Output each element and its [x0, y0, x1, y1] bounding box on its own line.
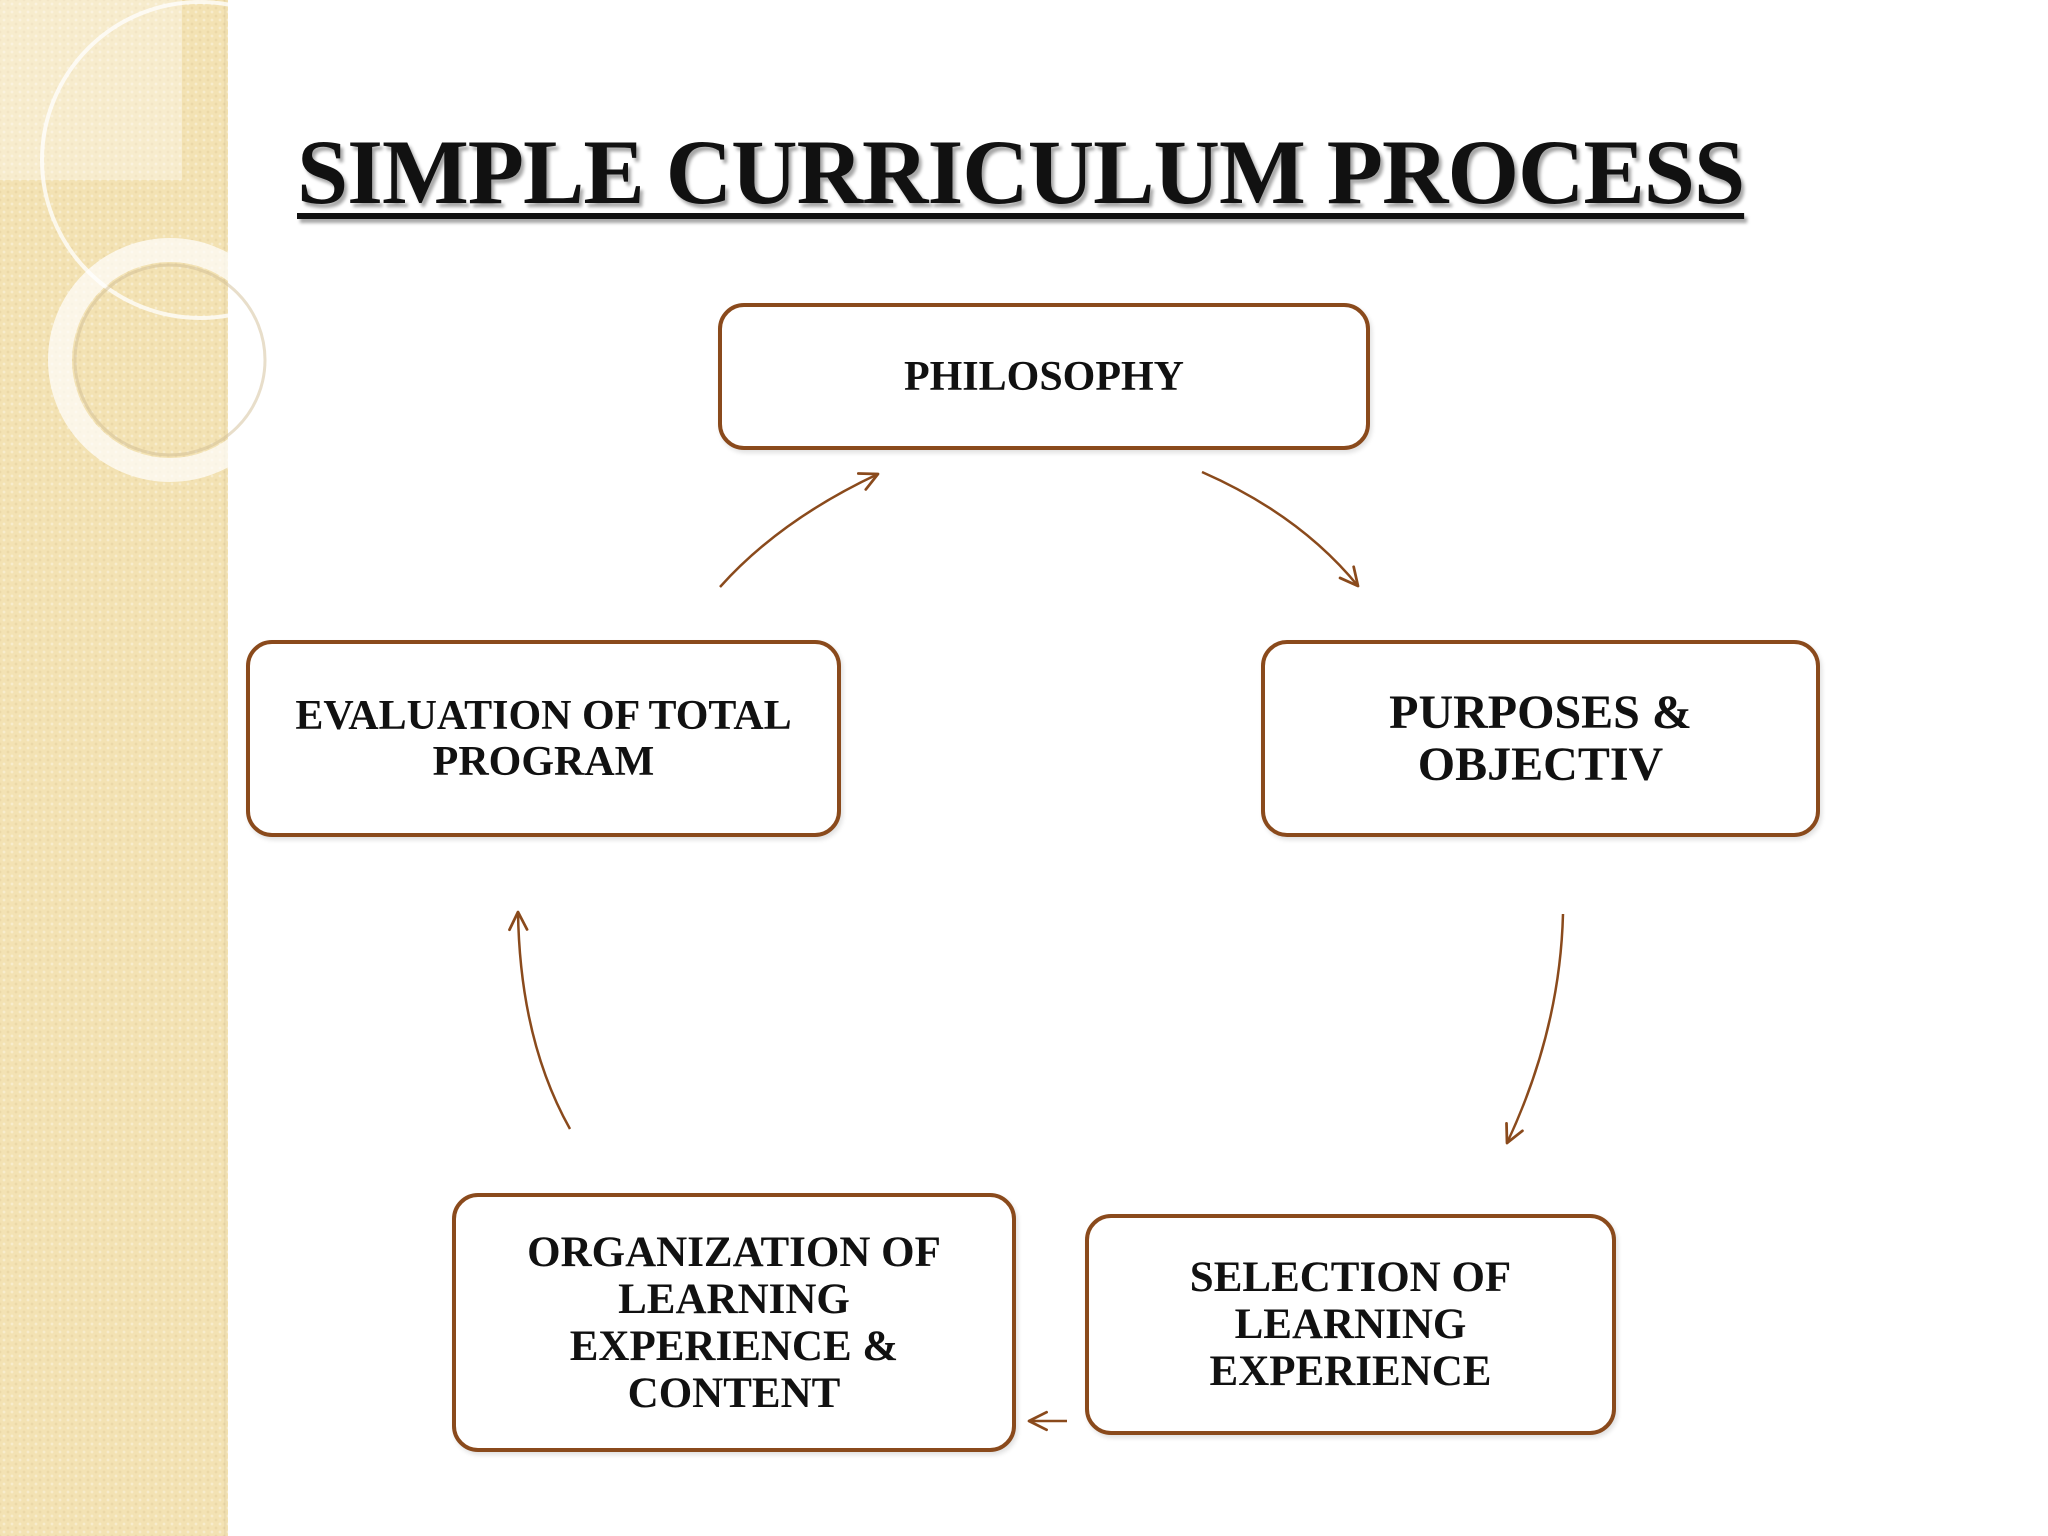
node-organization-label: ORGANIZATION OF LEARNING EXPERIENCE & CO… — [527, 1228, 941, 1417]
node-purposes-label: PURPOSES & OBJECTIV — [1389, 685, 1692, 791]
arrow-evaluation-to-philosophy — [719, 472, 880, 588]
node-philosophy: PHILOSOPHY — [718, 303, 1370, 450]
page-title: SIMPLE CURRICULUM PROCESS — [297, 121, 1745, 223]
node-evaluation-total-program: EVALUATION OF TOTAL PROGRAM — [246, 640, 841, 837]
node-evaluation-label: EVALUATION OF TOTAL PROGRAM — [295, 692, 792, 785]
node-purposes-objectives: PURPOSES & OBJECTIV — [1261, 640, 1820, 837]
node-philosophy-label: PHILOSOPHY — [903, 353, 1185, 400]
decorative-rings — [0, 0, 360, 482]
arrow-philosophy-to-purposes — [1201, 470, 1360, 588]
arrow-organization-to-evaluation — [508, 910, 572, 1130]
node-organization-learning-experience: ORGANIZATION OF LEARNING EXPERIENCE & CO… — [452, 1193, 1016, 1452]
node-selection-learning-experience: SELECTION OF LEARNING EXPERIENCE — [1085, 1214, 1616, 1435]
node-selection-label: SELECTION OF LEARNING EXPERIENCE — [1189, 1254, 1512, 1395]
arrow-purposes-to-selection — [1505, 913, 1565, 1145]
